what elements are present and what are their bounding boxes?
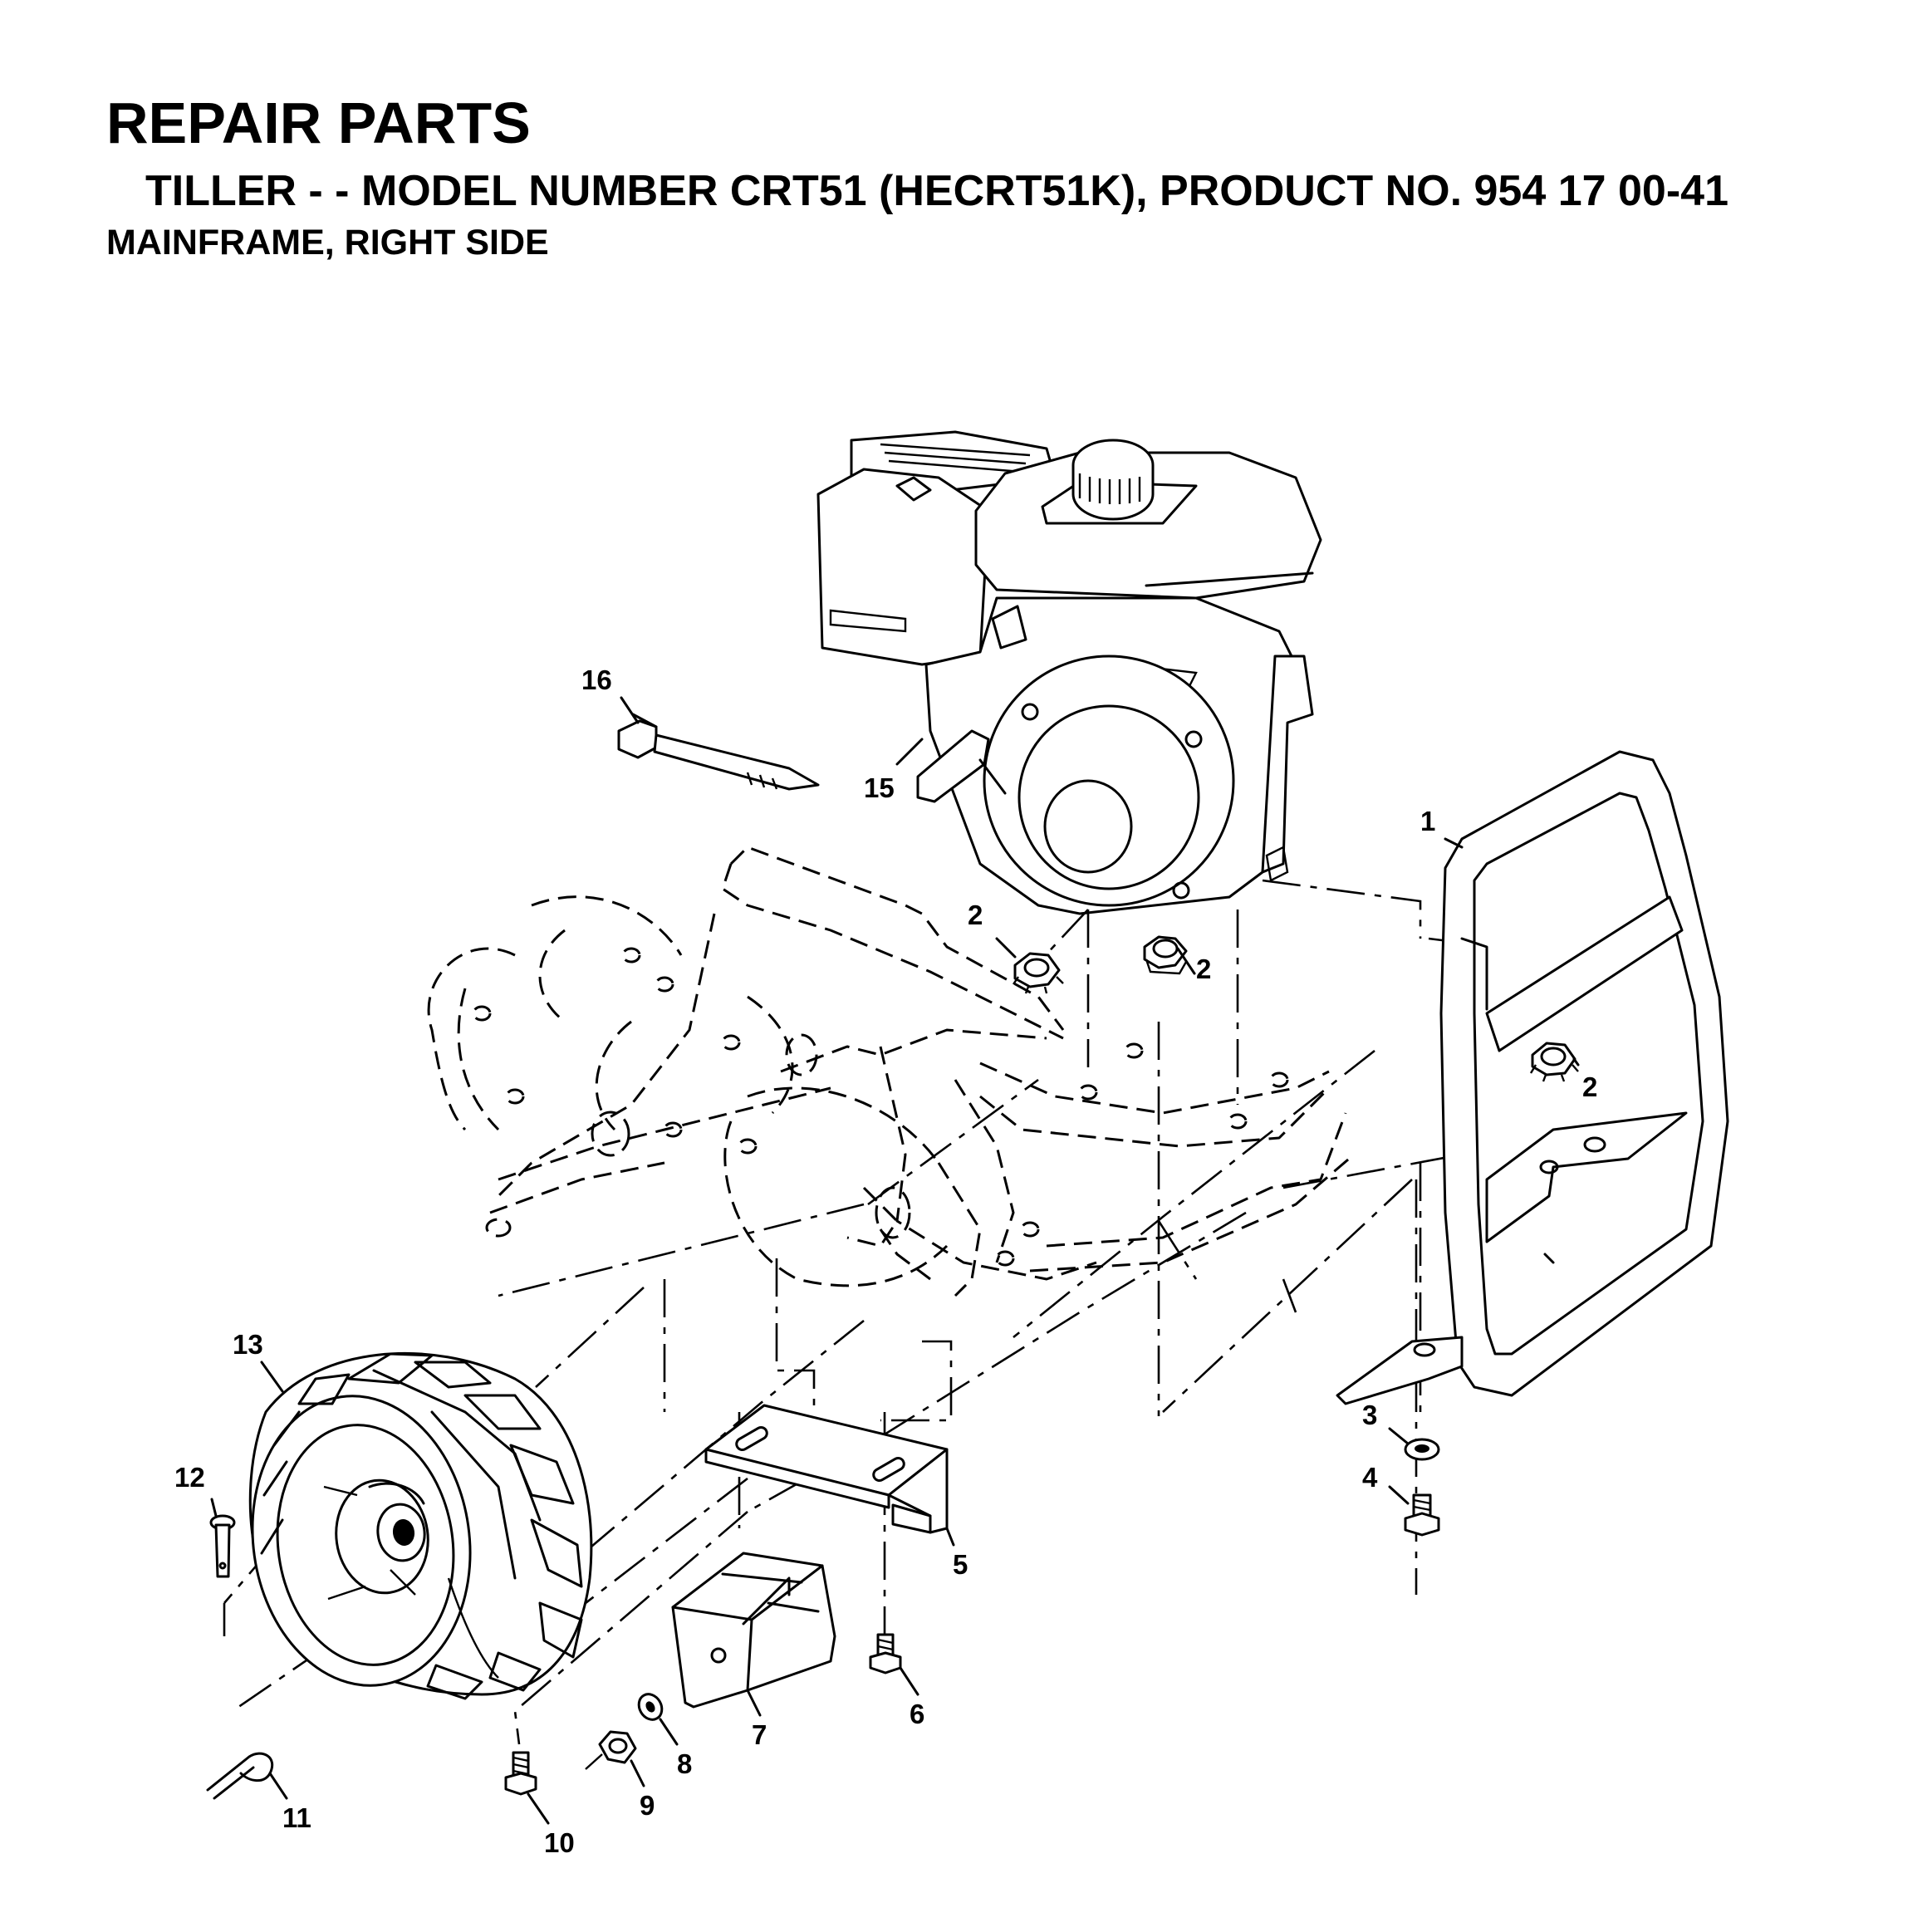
hex-bolt (504, 1751, 537, 1796)
callout-labels: 16 15 1 2 2 2 3 4 5 6 7 8 9 10 11 12 13 (174, 664, 1597, 1858)
washer (637, 1693, 664, 1721)
bumper-frame (1336, 750, 1729, 1405)
callout-16: 16 (581, 664, 612, 695)
washer (1404, 1438, 1440, 1461)
hex-nut (585, 1730, 637, 1770)
wheel-tire (248, 1351, 593, 1700)
callout-7: 7 (752, 1719, 767, 1750)
callout-1: 1 (1420, 806, 1435, 836)
callout-10: 10 (544, 1827, 575, 1858)
callout-15: 15 (864, 772, 895, 803)
callout-9: 9 (640, 1790, 655, 1821)
callout-4: 4 (1362, 1462, 1378, 1493)
flange-nut (1143, 935, 1188, 975)
callout-3: 3 (1362, 1400, 1377, 1430)
hex-bolt (869, 1633, 902, 1674)
cable-tie (617, 713, 820, 791)
leader-lines (210, 696, 1580, 1825)
hairpin-clip (206, 1752, 273, 1800)
callout-8: 8 (677, 1748, 692, 1779)
flange-nut (1013, 952, 1064, 994)
callout-13: 13 (233, 1329, 263, 1360)
mounting-bracket (704, 1404, 949, 1534)
callout-6: 6 (910, 1699, 924, 1729)
callout-12: 12 (174, 1462, 205, 1493)
callout-11: 11 (282, 1802, 311, 1833)
clevis-pin (209, 1514, 236, 1578)
weight-block (671, 1552, 836, 1709)
callout-5: 5 (953, 1549, 968, 1580)
model-subtitle: TILLER - - MODEL NUMBER CRT51 (HECRT51K)… (145, 167, 1729, 215)
engine (816, 430, 1322, 915)
callout-2b: 2 (1196, 954, 1211, 984)
section-title: MAINFRAME, RIGHT SIDE (106, 223, 549, 262)
callout-2a: 2 (968, 900, 983, 930)
callout-2c: 2 (1582, 1071, 1597, 1102)
tine-assembly-phantom (427, 846, 1355, 1297)
hex-bolt (1404, 1493, 1440, 1537)
page-title: REPAIR PARTS (106, 91, 531, 155)
flange-nut (1529, 1042, 1579, 1082)
